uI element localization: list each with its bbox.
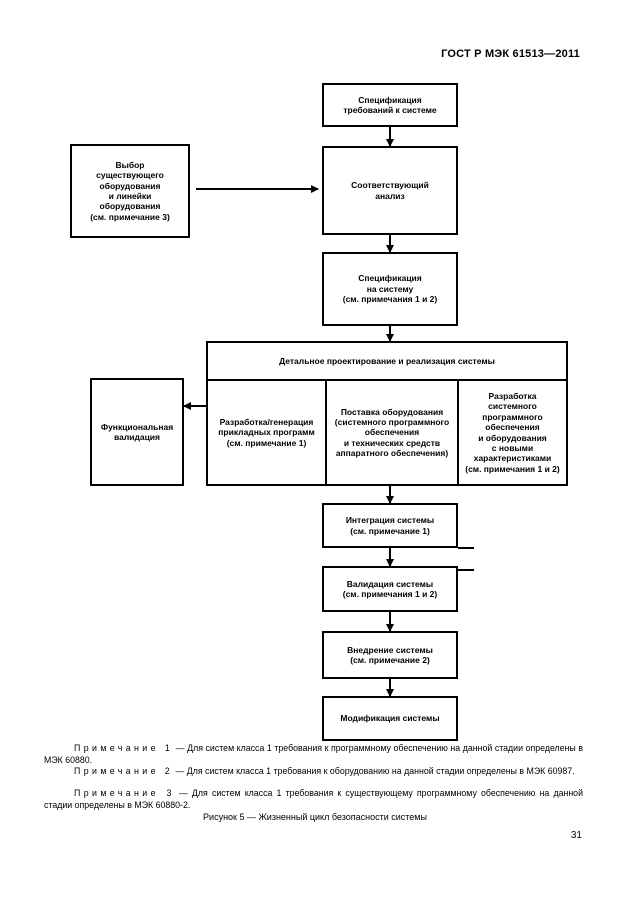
select-existing-equipment-box: Выбор существующего оборудования и линей… [70, 144, 190, 238]
note-2: Примечание 2 — Для систем класса 1 требо… [44, 766, 583, 778]
modification-box: Модификация системы [322, 696, 458, 741]
divider-horizontal [208, 379, 566, 381]
note-1-label: Примечание 1 [74, 743, 174, 753]
note-3-label: Примечание 3 [74, 788, 175, 798]
hw-supply-cell: Поставка оборудования (системного програ… [334, 406, 450, 459]
note-1: Примечание 1 — Для систем класса 1 требо… [44, 743, 583, 766]
note-1-text: — Для систем класса 1 требования к прогр… [44, 743, 583, 765]
note-3-text: — Для систем класса 1 требования к сущес… [44, 788, 583, 810]
note-2-label: Примечание 2 [74, 766, 174, 776]
figure-caption: Рисунок 5 — Жизненный цикл безопасности … [203, 812, 427, 822]
divider-vertical-2 [457, 381, 459, 484]
validation-box: Валидация системы (см. примечания 1 и 2) [322, 566, 458, 612]
note-3: Примечание 3 — Для систем класса 1 требо… [44, 788, 583, 811]
detailed-design-block: Детальное проектирование и реализация си… [206, 341, 568, 486]
divider-vertical-1 [325, 381, 327, 484]
system-sw-dev-cell: Разработка системного программного обесп… [465, 391, 560, 474]
deployment-box: Внедрение системы (см. примечание 2) [322, 631, 458, 679]
detailed-design-title: Детальное проектирование и реализация си… [279, 355, 495, 366]
system-spec-box: Спецификация на систему (см. примечания … [322, 252, 458, 326]
document-header: ГОСТ Р МЭК 61513—2011 [441, 48, 580, 60]
app-programs-cell: Разработка/генерация прикладных программ… [218, 416, 315, 448]
analysis-box: Соответствующий анализ [322, 146, 458, 235]
page-number: 31 [570, 830, 582, 841]
functional-validation-box: Функциональная валидация [90, 378, 184, 486]
spec-requirements-box: Спецификация требований к системе [322, 83, 458, 127]
integration-box: Интеграция системы (см. примечание 1) [322, 503, 458, 548]
note-2-text: — Для систем класса 1 требования к обору… [173, 766, 575, 776]
